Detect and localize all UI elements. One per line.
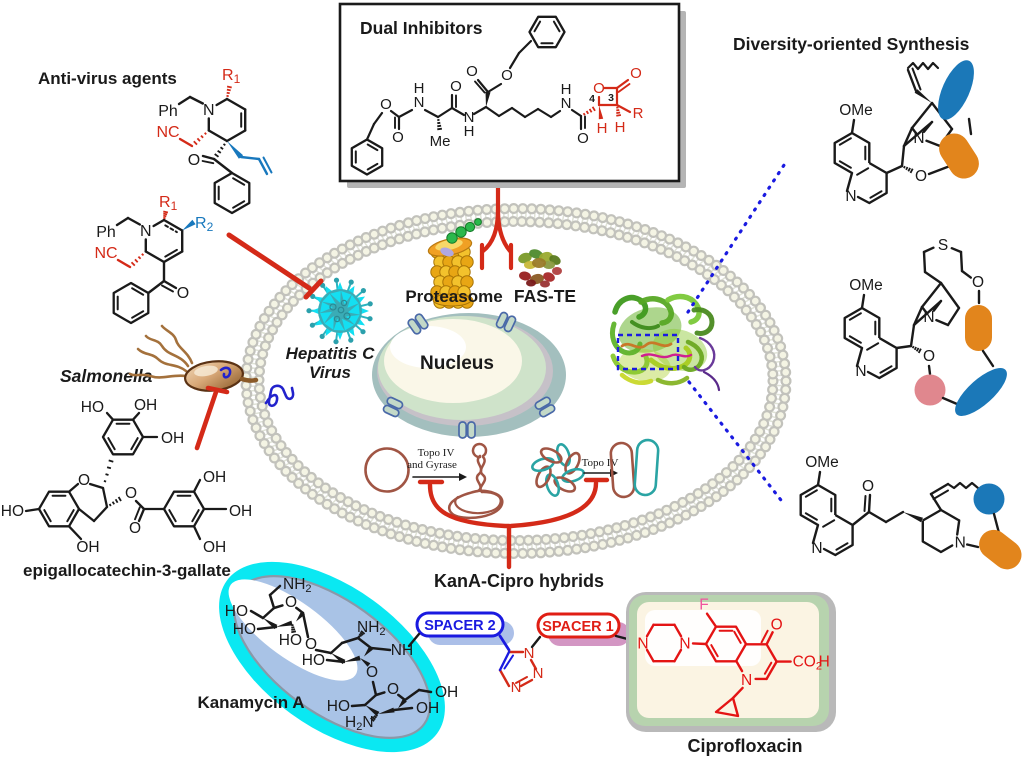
- svg-text:O: O: [380, 96, 392, 113]
- svg-text:HO: HO: [81, 399, 104, 416]
- svg-text:O: O: [387, 681, 399, 698]
- svg-text:O: O: [188, 152, 200, 169]
- svg-text:N: N: [533, 665, 544, 682]
- svg-text:N: N: [414, 94, 425, 111]
- svg-text:epigallocatechin-3-gallate: epigallocatechin-3-gallate: [23, 561, 231, 580]
- svg-text:N: N: [637, 636, 648, 653]
- svg-text:Kanamycin A: Kanamycin A: [197, 693, 304, 712]
- svg-text:KanA-Cipro hybrids: KanA-Cipro hybrids: [434, 571, 604, 591]
- svg-text:Hepatitis C: Hepatitis C: [286, 344, 376, 363]
- svg-text:NH: NH: [391, 642, 413, 659]
- svg-text:O: O: [129, 520, 141, 537]
- svg-text:Topo IV: Topo IV: [418, 447, 455, 459]
- svg-text:O: O: [501, 67, 513, 84]
- svg-text:N: N: [913, 130, 924, 147]
- svg-text:NH2: NH2: [357, 619, 386, 638]
- svg-text:and Gyrase: and Gyrase: [407, 459, 457, 471]
- svg-text:OMe: OMe: [849, 277, 883, 294]
- svg-text:O: O: [771, 616, 783, 633]
- svg-text:R: R: [633, 105, 644, 122]
- svg-text:N: N: [741, 672, 752, 689]
- svg-text:NC: NC: [94, 245, 117, 262]
- svg-text:N: N: [140, 223, 152, 240]
- svg-text:R1: R1: [159, 194, 178, 213]
- svg-text:O: O: [125, 485, 137, 502]
- svg-text:OH: OH: [229, 503, 252, 520]
- svg-text:NH2: NH2: [283, 576, 312, 595]
- svg-text:N: N: [679, 636, 690, 653]
- svg-text:HO: HO: [225, 603, 248, 620]
- svg-text:O: O: [630, 65, 642, 82]
- svg-text:SPACER 1: SPACER 1: [542, 619, 613, 635]
- svg-text:O: O: [915, 168, 927, 185]
- svg-text:3: 3: [608, 92, 614, 104]
- svg-text:N: N: [855, 363, 866, 380]
- svg-text:OMe: OMe: [839, 102, 873, 119]
- svg-text:NC: NC: [156, 124, 179, 141]
- svg-text:HO: HO: [233, 621, 256, 638]
- svg-text:N: N: [464, 109, 475, 126]
- svg-text:N: N: [811, 540, 822, 557]
- svg-text:Dual Inhibitors: Dual Inhibitors: [360, 18, 483, 38]
- svg-text:Nucleus: Nucleus: [420, 353, 494, 374]
- svg-text:O: O: [177, 285, 189, 302]
- svg-text:H: H: [615, 119, 626, 136]
- svg-text:O: O: [78, 472, 90, 489]
- svg-text:OH: OH: [161, 430, 184, 447]
- svg-text:N: N: [524, 645, 535, 662]
- svg-text:Diversity-oriented Synthesis: Diversity-oriented Synthesis: [733, 34, 970, 54]
- svg-text:OH: OH: [203, 539, 226, 556]
- svg-text:S: S: [938, 237, 948, 254]
- svg-text:H: H: [464, 123, 475, 140]
- svg-text:F: F: [699, 597, 708, 614]
- svg-text:Ph: Ph: [96, 224, 116, 241]
- svg-text:OH: OH: [134, 397, 157, 414]
- svg-text:O: O: [923, 348, 935, 365]
- svg-text:Topo IV: Topo IV: [582, 457, 619, 469]
- svg-text:OH: OH: [203, 469, 226, 486]
- svg-text:OH: OH: [76, 539, 99, 556]
- svg-text:N: N: [923, 309, 934, 326]
- svg-text:HO: HO: [327, 698, 350, 715]
- svg-text:Me: Me: [430, 133, 451, 150]
- svg-text:O: O: [466, 63, 478, 80]
- svg-text:FAS-TE: FAS-TE: [514, 286, 576, 306]
- svg-text:O: O: [972, 274, 984, 291]
- svg-text:O: O: [305, 636, 317, 653]
- svg-text:OH: OH: [435, 684, 458, 701]
- svg-text:N: N: [511, 679, 522, 696]
- svg-text:HO: HO: [1, 503, 24, 520]
- svg-text:O: O: [285, 594, 297, 611]
- svg-text:O: O: [392, 129, 404, 146]
- svg-text:O: O: [577, 130, 589, 147]
- svg-text:R1: R1: [222, 67, 241, 86]
- svg-text:Anti-virus agents: Anti-virus agents: [38, 69, 177, 88]
- svg-text:Salmonella: Salmonella: [60, 366, 153, 386]
- svg-text:Proteasome: Proteasome: [405, 287, 502, 306]
- svg-text:H2N: H2N: [345, 714, 374, 733]
- svg-text:O: O: [366, 664, 378, 681]
- svg-text:Virus: Virus: [309, 363, 351, 382]
- svg-text:N: N: [561, 95, 572, 112]
- svg-text:H: H: [414, 80, 425, 97]
- svg-text:HO: HO: [302, 652, 325, 669]
- svg-text:OMe: OMe: [805, 454, 839, 471]
- svg-text:O: O: [593, 80, 605, 97]
- svg-text:N: N: [955, 535, 966, 552]
- svg-text:O: O: [450, 78, 462, 95]
- svg-text:Ciprofloxacin: Ciprofloxacin: [687, 736, 802, 756]
- svg-text:CO2: CO2: [793, 654, 822, 673]
- svg-text:H: H: [561, 81, 572, 98]
- svg-text:R2: R2: [195, 215, 214, 234]
- svg-text:HO: HO: [279, 632, 302, 649]
- svg-text:OH: OH: [416, 700, 439, 717]
- svg-text:N: N: [845, 188, 856, 205]
- svg-text:N: N: [203, 102, 215, 119]
- svg-text:SPACER 2: SPACER 2: [424, 618, 495, 634]
- svg-text:H: H: [597, 120, 608, 137]
- svg-text:O: O: [862, 478, 874, 495]
- svg-text:H: H: [819, 654, 830, 671]
- svg-text:4: 4: [589, 93, 595, 105]
- svg-text:Ph: Ph: [158, 103, 178, 120]
